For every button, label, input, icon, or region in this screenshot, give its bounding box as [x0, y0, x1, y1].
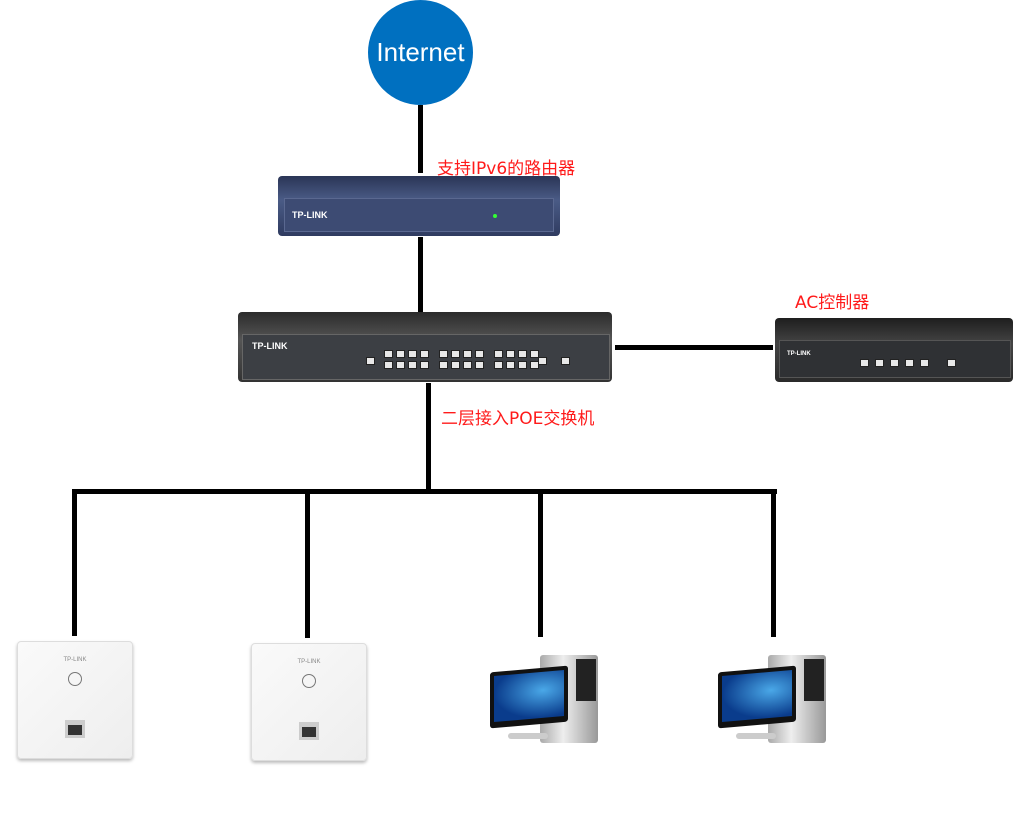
- ac-port-icon: [905, 359, 914, 367]
- wifi-led-icon: [302, 674, 316, 688]
- switch-port-icon: [420, 350, 429, 358]
- ethernet-port-icon: [299, 722, 319, 740]
- switch-port-icon: [538, 357, 547, 365]
- ac-controller-label: AC控制器: [795, 293, 870, 313]
- link-router-switch: [418, 237, 423, 312]
- monitor-icon: [490, 665, 568, 729]
- switch-port-icon: [494, 361, 503, 369]
- router-logo: TP-LINK: [292, 210, 328, 220]
- router-label: 支持IPv6的路由器: [437, 159, 576, 179]
- switch-port-icon: [420, 361, 429, 369]
- wall-ap-1: TP-LINK: [17, 641, 133, 759]
- switch-port-icon: [475, 361, 484, 369]
- ap-logo: TP-LINK: [63, 657, 87, 663]
- ethernet-port-icon: [65, 720, 85, 738]
- link-switch-bus: [426, 383, 431, 493]
- link-internet-router: [418, 105, 423, 173]
- switch-logo: TP-LINK: [252, 341, 288, 351]
- switch-port-icon: [451, 361, 460, 369]
- ac-logo: TP-LINK: [787, 351, 811, 357]
- switch-port-icon: [408, 361, 417, 369]
- switch-port-icon: [506, 361, 515, 369]
- drop-ap-2: [305, 489, 310, 638]
- internet-label: Internet: [376, 37, 465, 67]
- switch-port-icon: [463, 361, 472, 369]
- switch-port-icon: [451, 350, 460, 358]
- switch-port-icon: [475, 350, 484, 358]
- ac-port-icon: [920, 359, 929, 367]
- bus-line: [73, 489, 777, 494]
- ac-port-icon: [890, 359, 899, 367]
- switch-port-icon: [518, 350, 527, 358]
- ac-port-icon: [875, 359, 884, 367]
- switch-port-icon: [384, 350, 393, 358]
- switch-port-icon: [506, 350, 515, 358]
- switch-port-icon: [366, 357, 375, 365]
- wifi-led-icon: [68, 672, 82, 686]
- switch-port-icon: [494, 350, 503, 358]
- switch-port-icon: [408, 350, 417, 358]
- ap-logo: TP-LINK: [297, 659, 321, 665]
- link-switch-ac: [615, 345, 773, 350]
- switch-port-icon: [561, 357, 570, 365]
- switch-port-icon: [518, 361, 527, 369]
- desktop-pc-1: [490, 655, 600, 747]
- ac-port-icon: [947, 359, 956, 367]
- switch-port-icon: [530, 361, 539, 369]
- switch-port-icon: [396, 350, 405, 358]
- router-led-icon: [493, 214, 497, 218]
- switch-port-icon: [439, 361, 448, 369]
- monitor-icon: [718, 665, 796, 729]
- drop-pc-2: [771, 489, 776, 637]
- switch-device: TP-LINK: [238, 312, 612, 382]
- ac-port-icon: [860, 359, 869, 367]
- switch-port-icon: [384, 361, 393, 369]
- switch-port-icon: [439, 350, 448, 358]
- switch-label: 二层接入POE交换机: [441, 409, 595, 429]
- switch-port-icon: [396, 361, 405, 369]
- drop-pc-1: [538, 489, 543, 637]
- switch-port-icon: [463, 350, 472, 358]
- desktop-pc-2: [718, 655, 828, 747]
- router-device: TP-LINK: [278, 176, 560, 236]
- wall-ap-2: TP-LINK: [251, 643, 367, 761]
- switch-port-icon: [530, 350, 539, 358]
- drop-ap-1: [72, 489, 77, 636]
- internet-node: Internet: [368, 0, 473, 105]
- ac-controller-device: TP-LINK: [775, 318, 1013, 382]
